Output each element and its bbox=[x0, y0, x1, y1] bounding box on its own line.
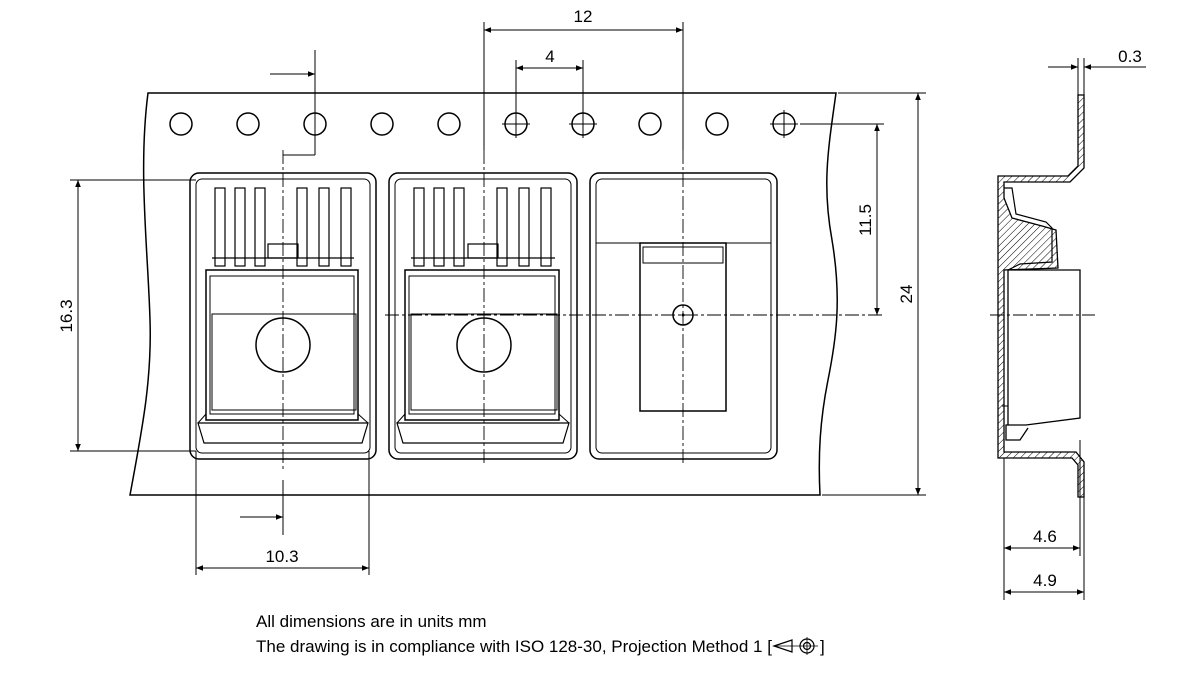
sprocket-hole bbox=[638, 112, 662, 136]
dim-10-3: 10.3 bbox=[265, 547, 298, 566]
sprocket-hole bbox=[236, 112, 260, 136]
dim-12: 12 bbox=[574, 7, 593, 26]
side-tape-profile bbox=[997, 94, 1085, 498]
compliance-suffix: ] bbox=[819, 637, 825, 656]
dim-4-6: 4.6 bbox=[1033, 527, 1057, 546]
compliance-text: The drawing is in compliance with ISO 12… bbox=[256, 637, 772, 656]
dim-4-9: 4.9 bbox=[1033, 571, 1057, 590]
component-pins bbox=[411, 187, 555, 267]
pocket-1 bbox=[189, 172, 377, 460]
compliance-note: The drawing is in compliance with ISO 12… bbox=[256, 637, 825, 657]
component-pins bbox=[212, 187, 354, 267]
dim-16-3: 16.3 bbox=[57, 299, 76, 332]
carrier-tape-outline bbox=[129, 92, 838, 496]
dim-24: 24 bbox=[897, 285, 916, 304]
dim-4: 4 bbox=[545, 47, 554, 66]
sprocket-holes bbox=[169, 112, 796, 136]
side-view bbox=[997, 94, 1085, 498]
sprocket-hole bbox=[370, 112, 394, 136]
dim-11-5: 11.5 bbox=[856, 204, 875, 236]
center-lines bbox=[282, 150, 1095, 470]
first-angle-projection-icon bbox=[772, 637, 818, 655]
units-note: All dimensions are in units mm bbox=[256, 612, 487, 631]
sprocket-hole bbox=[705, 112, 729, 136]
side-component-body bbox=[1005, 269, 1081, 441]
pocket-2 bbox=[388, 172, 578, 460]
sprocket-hole bbox=[437, 112, 461, 136]
sprocket-hole bbox=[169, 112, 193, 136]
dim-0-3: 0.3 bbox=[1118, 47, 1142, 66]
